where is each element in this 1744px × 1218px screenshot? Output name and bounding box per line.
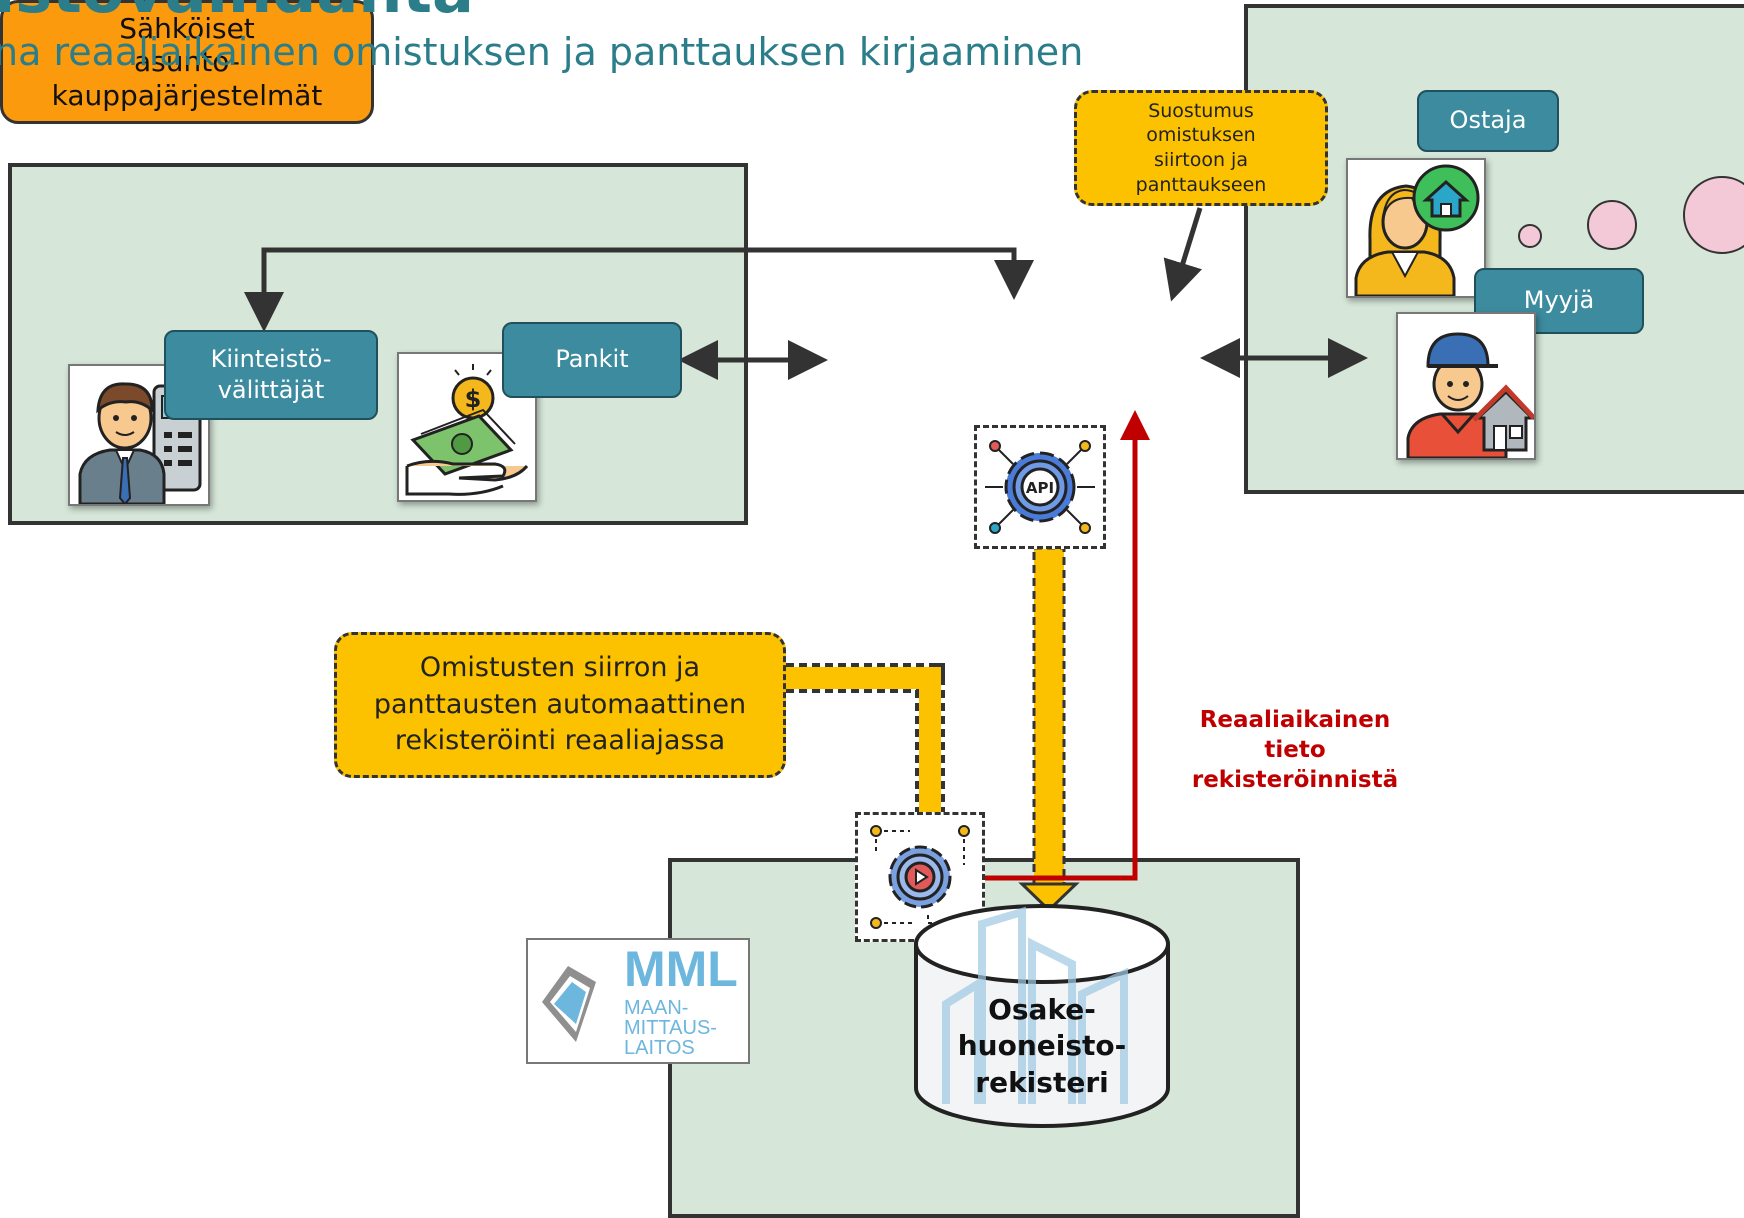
mml-line-2: MITTAUS-	[624, 1017, 717, 1039]
database-icon: Osake- huoneisto- rekisteri	[912, 904, 1172, 1128]
arrow-agent-system	[244, 247, 1034, 332]
arrow-realtime-info	[984, 410, 1150, 881]
arrow-consent-system	[1163, 207, 1203, 302]
buyer-woman-icon	[1346, 158, 1486, 298]
label-realtime-info: Reaaliaikainen tieto rekisteröinnistä	[1191, 707, 1399, 793]
page-title: istövaihdanta	[0, 0, 474, 22]
page-subtitle: na reaaliaikainen omistuksen ja panttauk…	[0, 30, 1084, 74]
mml-logo: MML MAAN- MITTAUS- LAITOS	[526, 938, 750, 1064]
mml-logo-mark	[542, 966, 596, 1042]
label-ostaja: Ostaja	[1417, 90, 1559, 152]
mml-big-text: MML	[624, 941, 738, 997]
note-consent: Suostumus omistuksen siirtoon ja panttau…	[1074, 90, 1328, 206]
mml-line-1: MAAN-	[624, 997, 689, 1019]
label-pankit: Pankit	[502, 322, 682, 398]
register-label: Osake- huoneisto- rekisteri	[957, 993, 1127, 1099]
label-kiinteistovalittajat: Kiinteistö- välittäjät	[164, 330, 378, 420]
api-text: API	[1026, 479, 1054, 497]
seller-man-icon	[1396, 312, 1536, 460]
api-gear-icon: API	[974, 425, 1106, 549]
note-registration: Omistusten siirron ja panttausten automa…	[334, 632, 786, 778]
system-box: Sähköiset asunto- kauppajärjestelmät	[0, 0, 374, 124]
money-hand-icon: $	[397, 352, 537, 502]
svg-text:$: $	[465, 385, 482, 413]
system-label: Sähköiset asunto- kauppajärjestelmät	[51, 11, 323, 112]
mml-line-3: LAITOS	[624, 1037, 695, 1059]
